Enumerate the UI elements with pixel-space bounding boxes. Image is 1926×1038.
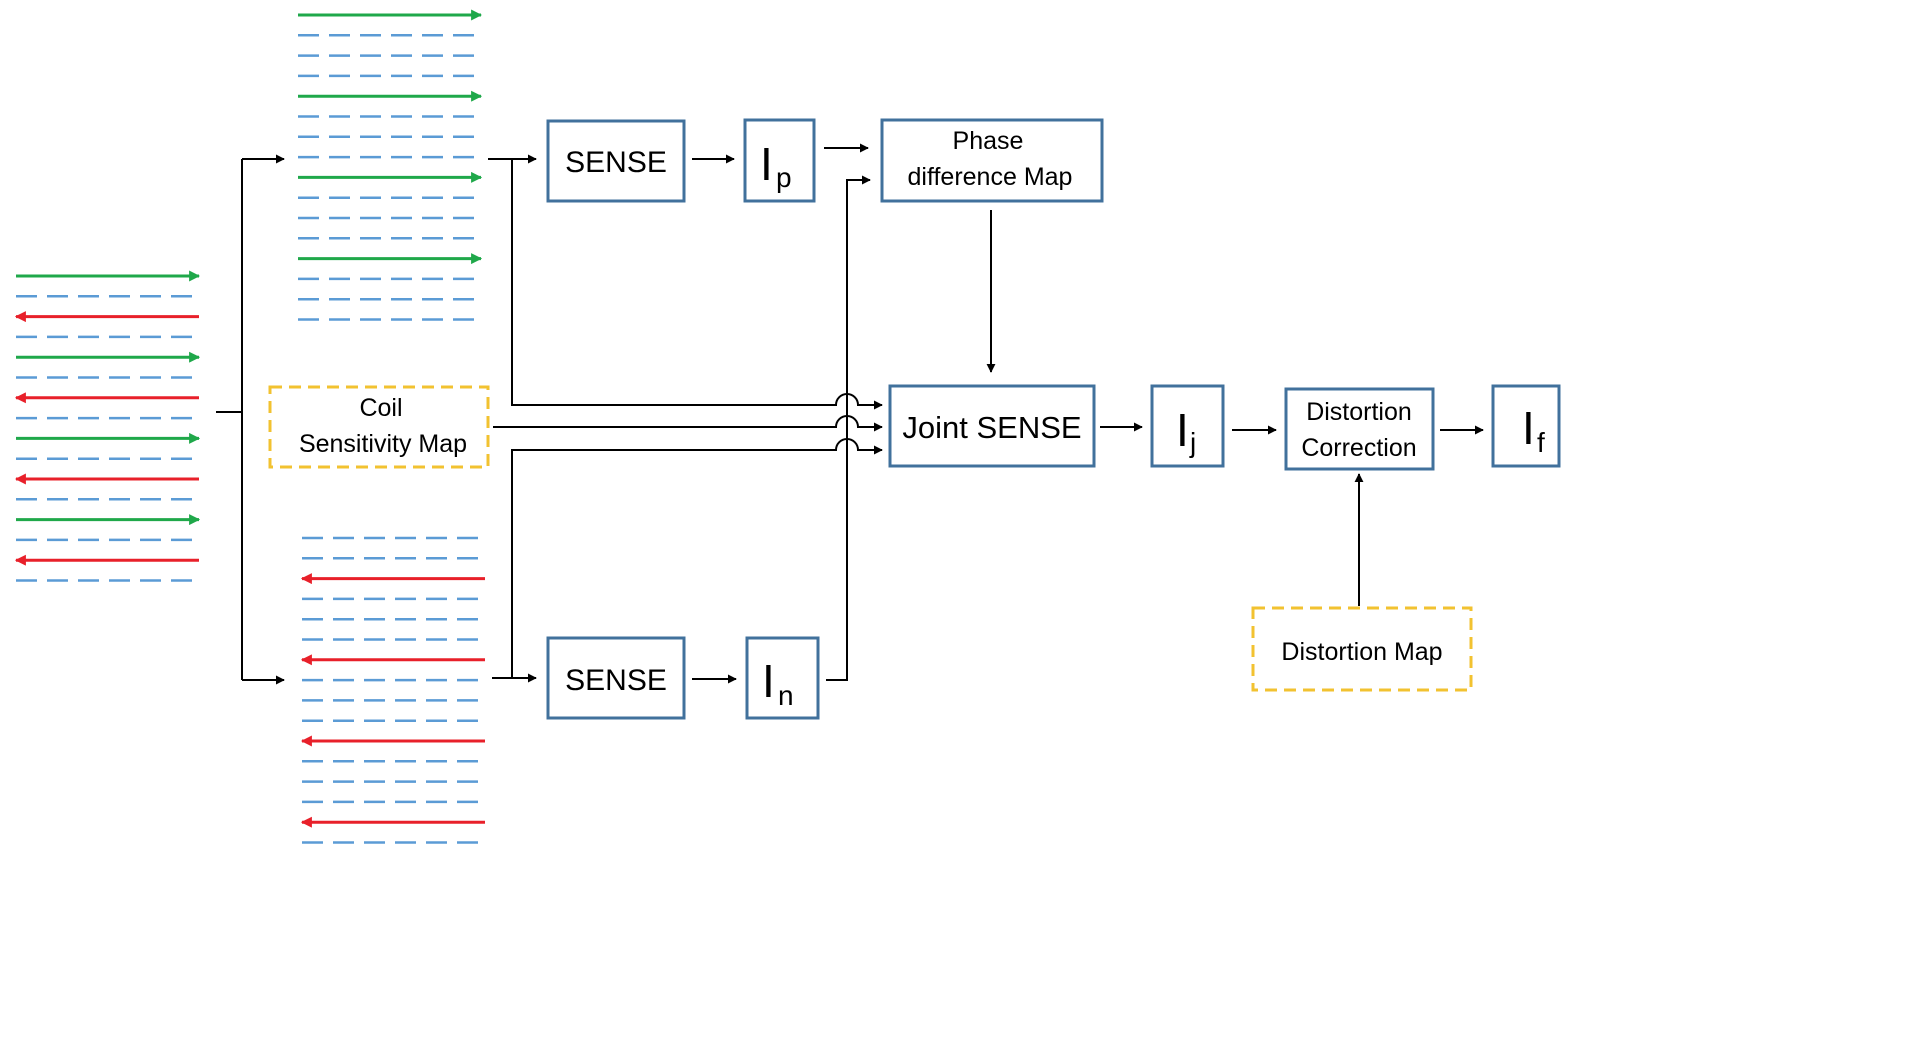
if-main: I — [1522, 402, 1535, 454]
joint-sense-label: Joint SENSE — [902, 410, 1081, 445]
distortion-correction-line2: Correction — [1301, 434, 1416, 462]
distortion-correction-line1: Distortion — [1306, 398, 1412, 426]
ij-box: I j — [1150, 384, 1225, 468]
distortion-map-box: Distortion Map — [1251, 606, 1473, 692]
phase-map-line1: Phase — [953, 127, 1024, 155]
coil-sensitivity-map-box: Coil Sensitivity Map — [268, 385, 490, 469]
coil-map-line1: Coil — [359, 394, 402, 422]
negative-readout-kspace — [300, 536, 485, 844]
joint-sense-box: Joint SENSE — [888, 384, 1096, 468]
distortion-map-label: Distortion Map — [1281, 638, 1442, 666]
positive-readout-kspace — [298, 9, 483, 321]
ip-box: I p — [743, 118, 816, 203]
sense-top-box: SENSE — [546, 119, 686, 203]
arrow-negative-to-joint-sense — [511, 438, 883, 678]
sense-bottom-box: SENSE — [546, 636, 686, 720]
in-main: I — [762, 655, 775, 707]
coil-map-line2: Sensitivity Map — [299, 430, 467, 458]
phase-map-line2: difference Map — [908, 163, 1073, 191]
ij-subscript: j — [1189, 427, 1196, 458]
sense-bottom-label: SENSE — [565, 664, 667, 697]
phase-difference-map-box: Phase difference Map — [880, 118, 1104, 203]
ip-main: I — [760, 138, 773, 190]
arrow-coil-map-to-joint-sense — [493, 415, 883, 432]
in-box: I n — [745, 636, 820, 720]
arrow-in-to-phase-map — [826, 175, 871, 681]
distortion-correction-box: Distortion Correction — [1284, 387, 1435, 471]
ip-subscript: p — [776, 162, 792, 193]
full-kspace-trajectory — [14, 270, 201, 582]
in-subscript: n — [778, 680, 794, 711]
arrow-positive-to-joint-sense — [511, 159, 883, 410]
sense-top-label: SENSE — [565, 146, 667, 179]
split-connector — [216, 159, 243, 680]
ij-main: I — [1176, 404, 1189, 456]
if-box: I f — [1491, 384, 1561, 468]
if-subscript: f — [1537, 427, 1545, 458]
